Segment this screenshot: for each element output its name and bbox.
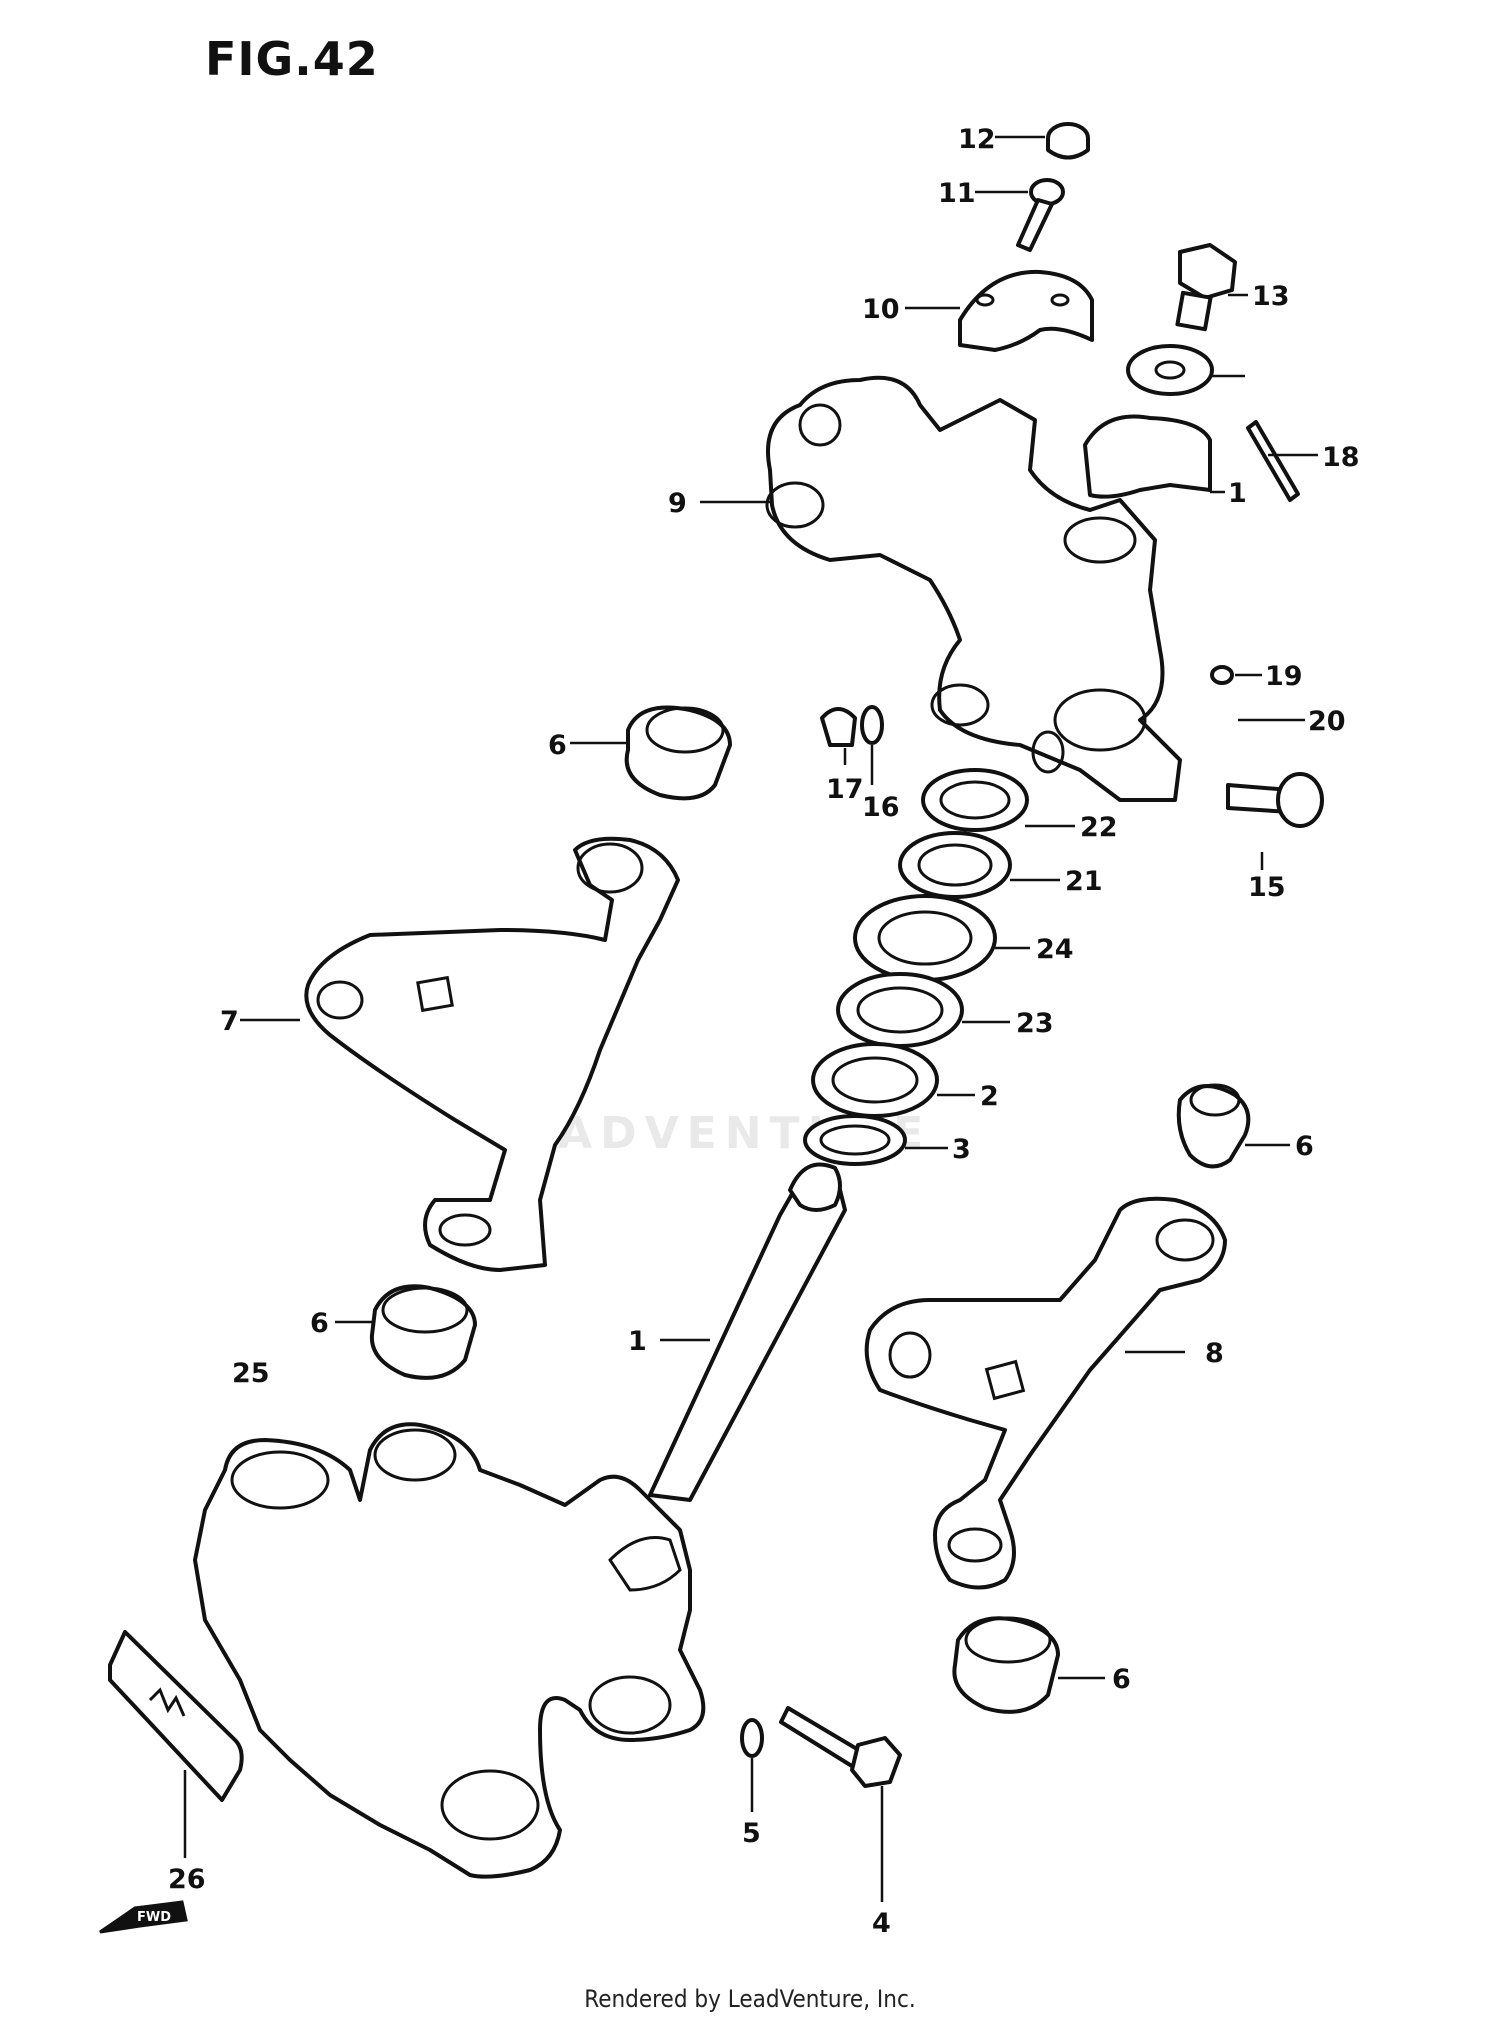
callout-21: 21 [1065, 866, 1103, 897]
callout-4: 4 [872, 1908, 891, 1939]
part-10-handlebar-clamp [958, 269, 1094, 352]
callout-18: 18 [1322, 442, 1360, 473]
part-6-rubber-b [1176, 1083, 1251, 1169]
part-26-emblem [108, 1630, 244, 1802]
part-19-clip [1210, 665, 1234, 685]
callout-3: 3 [952, 1134, 971, 1165]
leader-lines [183, 135, 1318, 1902]
part-washer [1126, 344, 1214, 396]
callout-6-right: 6 [1295, 1131, 1314, 1162]
part-6-rubber-a [624, 705, 732, 801]
callout-13: 13 [1252, 281, 1290, 312]
part-12-cap [1046, 122, 1090, 160]
part-1-steering-stem [648, 1162, 847, 1502]
part-18-pin [1246, 420, 1300, 502]
part-7-bracket [304, 836, 680, 1272]
callout-23: 23 [1016, 1008, 1054, 1039]
part-15-bolt [1226, 772, 1324, 828]
part-6-rubber-c [369, 1284, 477, 1380]
callout-2: 2 [980, 1081, 999, 1112]
callout-19: 19 [1265, 661, 1303, 692]
callout-26: 26 [168, 1864, 206, 1895]
part-21-nut [898, 831, 1012, 899]
part-6-rubber-d [952, 1616, 1060, 1714]
callout-8: 8 [1205, 1338, 1224, 1369]
callout-10: 10 [862, 294, 900, 325]
callout-11: 11 [938, 178, 976, 209]
callout-20: 20 [1308, 706, 1346, 737]
part-16-washer [860, 705, 884, 745]
part-2-bearing [811, 1042, 939, 1118]
callout-22: 22 [1080, 812, 1118, 843]
callout-12: 12 [958, 124, 996, 155]
fwd-arrow-icon: FWD [99, 1900, 188, 1934]
callout-labels: 12 11 13 10 18 1 9 19 20 6 17 16 22 15 2… [168, 124, 1360, 1939]
part-3-seal [803, 1114, 907, 1166]
callout-6-left: 6 [310, 1308, 329, 1339]
callout-17: 17 [826, 774, 864, 805]
callout-24: 24 [1036, 934, 1074, 965]
callout-6-top-left: 6 [548, 730, 567, 761]
part-13-hex-bolt [1175, 243, 1237, 332]
fwd-label: FWD [137, 1910, 171, 1925]
part-25-lower-bracket [193, 1422, 706, 1879]
part-handlebar-clamp-right [1083, 414, 1212, 499]
callout-16: 16 [862, 792, 900, 823]
part-8-bracket [864, 1196, 1227, 1590]
part-24-dust-seal [853, 894, 997, 982]
callout-1-upper: 1 [1228, 478, 1247, 509]
callout-5: 5 [742, 1818, 761, 1849]
figure-title: FIG.42 [205, 32, 379, 86]
part-4-bolt [779, 1706, 902, 1788]
part-23-bearing [836, 972, 964, 1048]
callout-9: 9 [668, 488, 687, 519]
part-11-bolt [1016, 178, 1065, 252]
footer-credit: Rendered by LeadVenture, Inc. [584, 1985, 916, 2013]
callout-6-bottom: 6 [1112, 1664, 1131, 1695]
part-5-washer [740, 1718, 764, 1758]
part-9-upper-bracket [765, 375, 1182, 802]
callout-7: 7 [220, 1006, 239, 1037]
callout-1-stem: 1 [628, 1326, 647, 1357]
part-22-lock-washer [921, 768, 1029, 832]
callout-15: 15 [1248, 872, 1286, 903]
callout-25: 25 [232, 1358, 270, 1389]
part-17-nut [820, 707, 857, 747]
